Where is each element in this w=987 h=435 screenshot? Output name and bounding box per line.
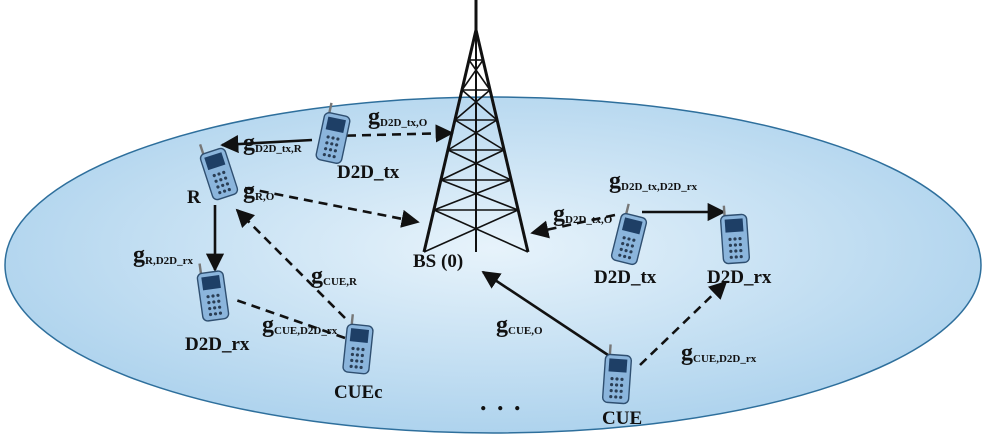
d2d-rx-right-label: D2D_rx — [707, 267, 772, 288]
d2d-tx-left-label: D2D_tx — [337, 162, 400, 183]
link-d2dtx-to-relay — [220, 135, 313, 154]
links — [205, 124, 728, 366]
gain-cue-d2drx-right: gCUE,D2D_rx — [681, 340, 757, 366]
gain-cue-o: gCUE,O — [496, 312, 543, 338]
link-cuec-to-d2drx — [235, 298, 346, 340]
gain-r-o: gR,O — [243, 178, 275, 204]
gain-d2dtx-o-left: gD2D_tx,O — [368, 104, 428, 130]
ellipsis: . . . — [480, 387, 523, 416]
gain-d2dtx-o-right: gD2D_tx,O — [553, 201, 613, 227]
bs-label: BS (0) — [413, 251, 463, 272]
link-cuec-to-relay — [235, 208, 346, 319]
gain-r-d2drx: gR,D2D_rx — [133, 242, 193, 268]
d2d-tx-right-label: D2D_tx — [594, 267, 657, 288]
cuec-label: CUEc — [334, 382, 383, 403]
relay-label: R — [187, 187, 201, 208]
gain-d2dtx-d2drx: gD2D_tx,D2D_rx — [609, 168, 698, 194]
gain-d2dtx-r: gD2D_tx,R — [243, 130, 303, 156]
node-labels: BS (0) R D2D_tx D2D_rx CUEc D2D_tx D2D_r… — [185, 162, 772, 429]
gain-cue-d2drx-left: gCUE,D2D_rx — [262, 312, 338, 338]
cue-label: CUE — [602, 408, 642, 429]
link-d2dtx-to-bs-left — [331, 124, 454, 143]
gain-labels: gD2D_tx,R gD2D_tx,O gR,O gR,D2D_rx gCUE,… — [133, 104, 757, 366]
link-cue-to-d2drx — [639, 280, 728, 366]
d2d-rx-left-label: D2D_rx — [185, 334, 250, 355]
link-cue-to-bs — [481, 270, 609, 357]
gain-cue-r: gCUE,R — [311, 263, 358, 289]
